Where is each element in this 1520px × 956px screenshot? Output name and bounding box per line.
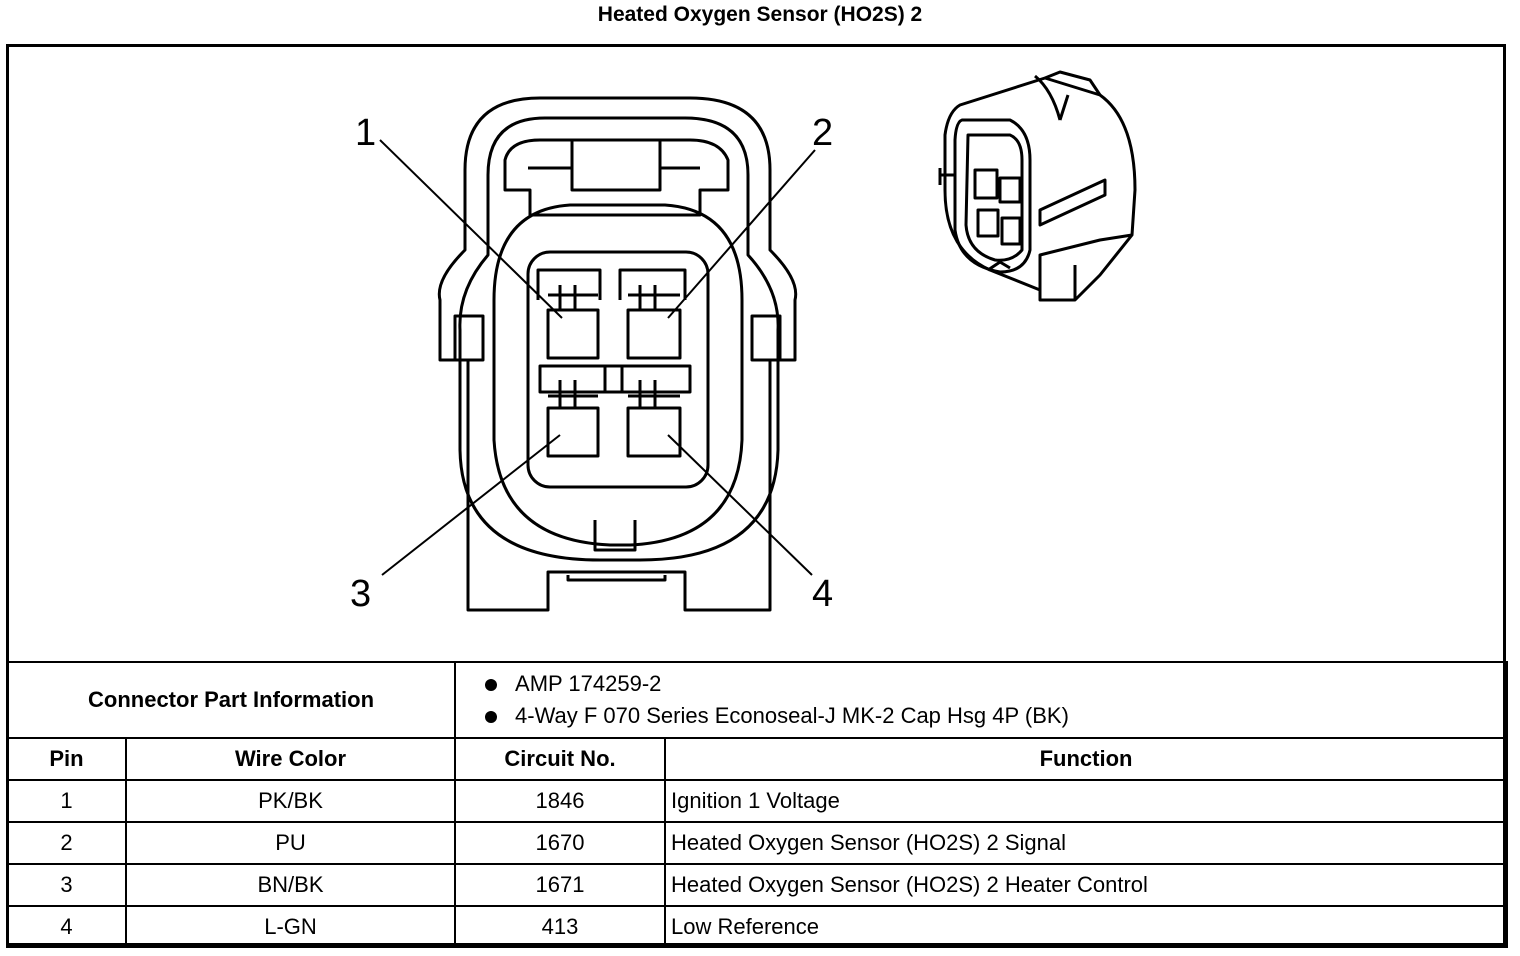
pin-callout-4: 4 [812, 573, 833, 615]
wire-color-cell: PU [124, 821, 457, 865]
function-cell: Low Reference [664, 905, 1509, 948]
connector-part-info-row: Connector Part Information AMP 174259-2 … [5, 661, 1509, 739]
header-wire-color: Wire Color [124, 737, 457, 781]
table-row: 2 PU 1670 Heated Oxygen Sensor (HO2S) 2 … [6, 821, 1509, 865]
circuit-cell: 1846 [454, 779, 667, 823]
right-side-tab [750, 314, 782, 362]
wire-color-cell: L-GN [124, 905, 457, 948]
table-header-row: Pin Wire Color Circuit No. Function [6, 737, 1509, 781]
circuit-cell: 413 [454, 905, 667, 948]
pin-callout-2: 2 [812, 112, 833, 154]
pin-cell: 2 [6, 821, 127, 865]
header-function: Function [664, 737, 1509, 781]
table-row: 3 BN/BK 1671 Heated Oxygen Sensor (HO2S)… [6, 863, 1509, 907]
pin-cell: 4 [6, 905, 127, 948]
circuit-cell: 1671 [454, 863, 667, 907]
connector-outer-shell [437, 96, 798, 612]
circuit-cell: 1670 [454, 821, 667, 865]
pin-callout-1: 1 [355, 112, 376, 154]
connector-seal-ring-outer [458, 116, 780, 562]
terminal-3 [546, 380, 600, 458]
connector-pinout-table: Connector Part Information AMP 174259-2 … [5, 661, 1509, 948]
page-title: Heated Oxygen Sensor (HO2S) 2 [597, 3, 923, 26]
terminal-4 [626, 380, 682, 458]
function-cell: Heated Oxygen Sensor (HO2S) 2 Signal [664, 821, 1509, 865]
pin-cell: 3 [6, 863, 127, 907]
pin-callout-3: 3 [350, 573, 371, 615]
part-info-item: AMP 174259-2 [481, 668, 1501, 700]
function-cell: Ignition 1 Voltage [664, 779, 1509, 823]
table-row: 4 L-GN 413 Low Reference [6, 905, 1509, 948]
cavity-window [526, 250, 710, 489]
wire-color-cell: PK/BK [124, 779, 457, 823]
pin-cell: 1 [6, 779, 127, 823]
left-side-tab [453, 314, 485, 362]
terminal-1 [536, 268, 602, 360]
connector-part-info-label: Connector Part Information [5, 661, 457, 739]
callout-line-3 [381, 434, 561, 576]
callout-line-2 [667, 149, 816, 319]
terminal-2 [618, 268, 687, 360]
terminal-retainer [538, 364, 692, 394]
part-info-item: 4-Way F 070 Series Econoseal-J MK-2 Cap … [481, 700, 1501, 732]
table-row: 1 PK/BK 1846 Ignition 1 Voltage [6, 779, 1509, 823]
connector-face-diagram: 1 2 3 4 [350, 70, 1137, 615]
connector-seal-ring-inner [492, 203, 744, 547]
header-pin: Pin [6, 737, 127, 781]
connector-latch [503, 138, 730, 217]
callout-line-1 [379, 139, 563, 319]
callout-line-4 [667, 434, 813, 576]
header-circuit-no: Circuit No. [454, 737, 667, 781]
connector-isometric-view [938, 70, 1137, 302]
function-cell: Heated Oxygen Sensor (HO2S) 2 Heater Con… [664, 863, 1509, 907]
connector-part-info-values: AMP 174259-2 4-Way F 070 Series Econosea… [454, 661, 1509, 739]
wire-color-cell: BN/BK [124, 863, 457, 907]
